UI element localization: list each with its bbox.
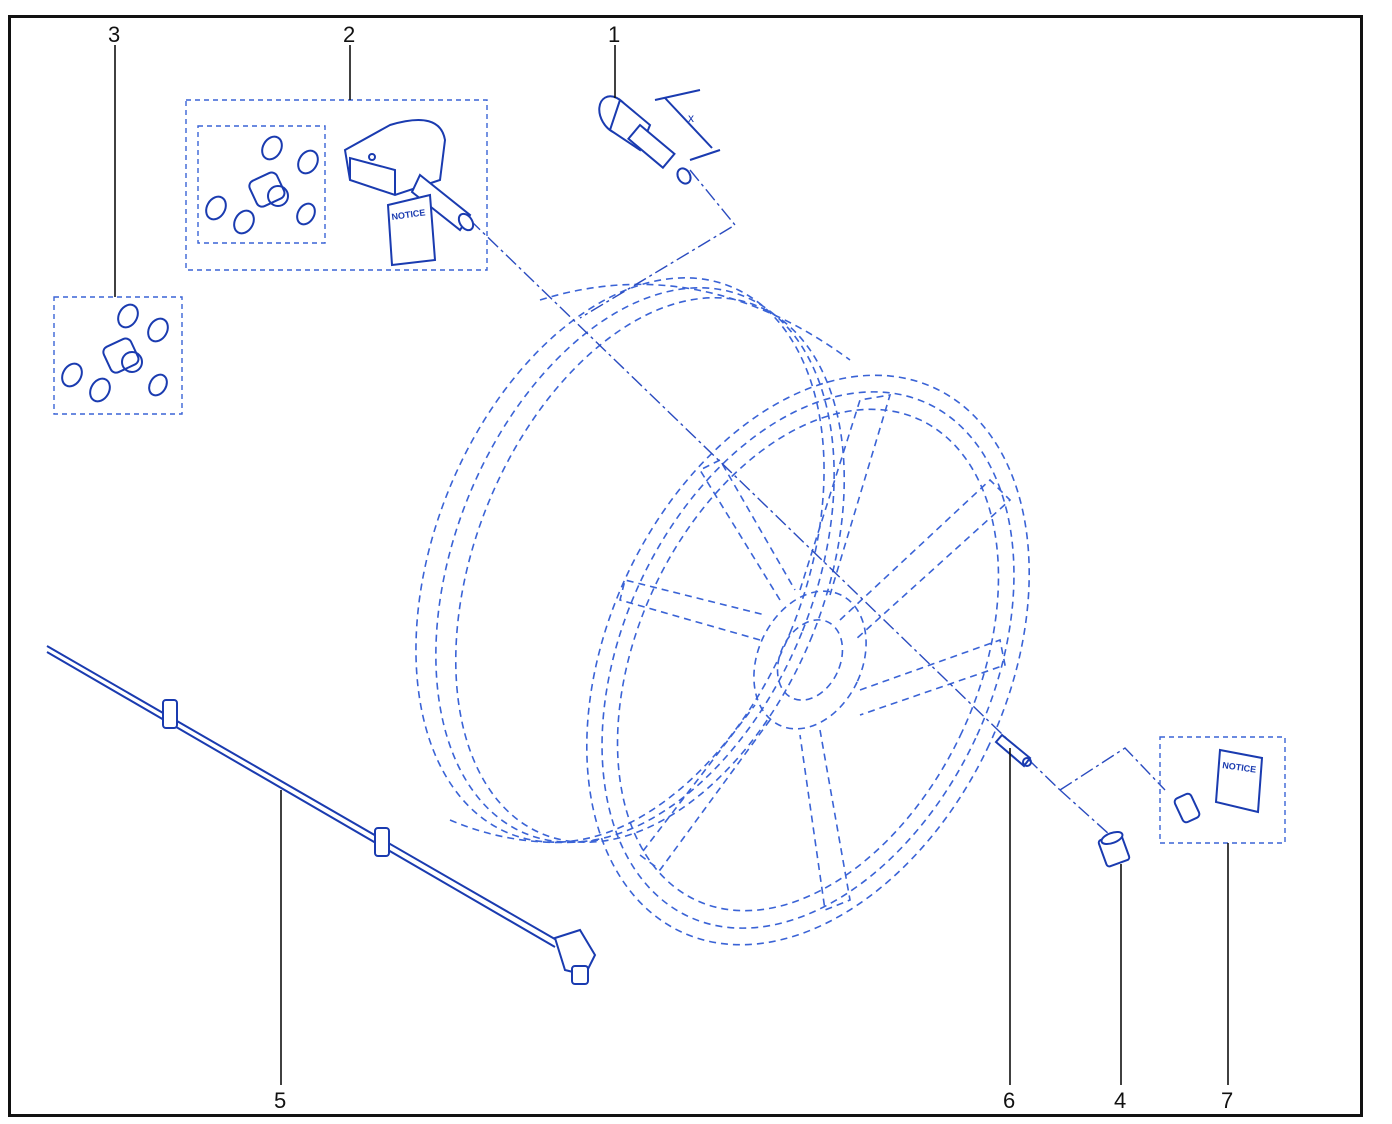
valve-cap-part[interactable]: [1097, 830, 1131, 868]
tpms-sensor-icon: [343, 119, 475, 232]
dimension-x-label: x: [688, 111, 694, 125]
notice-booklet-icon-kit7: NOTICE: [1214, 748, 1264, 814]
assembly-axis-lines: [469, 169, 1166, 836]
callout-5: 5: [274, 1088, 286, 1113]
valve-stem-part[interactable]: x: [593, 89, 721, 186]
leader-lines: [114, 45, 1229, 1085]
booklet-notice-text-kit7: NOTICE: [1222, 760, 1257, 775]
diagram-frame: [8, 15, 1363, 1117]
booklet-notice-text: NOTICE: [391, 207, 426, 222]
notice-booklet-icon: NOTICE: [386, 193, 437, 267]
callout-7: 7: [1221, 1088, 1233, 1113]
callout-2: 2: [343, 22, 355, 47]
seal-rings-icon: [205, 135, 319, 235]
callout-4: 4: [1114, 1088, 1126, 1113]
valve-insert-part[interactable]: [994, 733, 1032, 768]
sensor-kit-part[interactable]: NOTICE: [185, 99, 488, 271]
valve-cap-kit-part[interactable]: NOTICE: [1159, 736, 1286, 844]
callout-6: 6: [1003, 1088, 1015, 1113]
seal-kit-part[interactable]: [53, 296, 183, 415]
callout-3: 3: [108, 22, 120, 47]
callout-1: 1: [608, 22, 620, 47]
callout-labels: 1 2 3 4 5 6 7: [108, 22, 1233, 1113]
antenna-cable-part[interactable]: [46, 645, 597, 985]
wheel-assembly: [415, 277, 1031, 946]
